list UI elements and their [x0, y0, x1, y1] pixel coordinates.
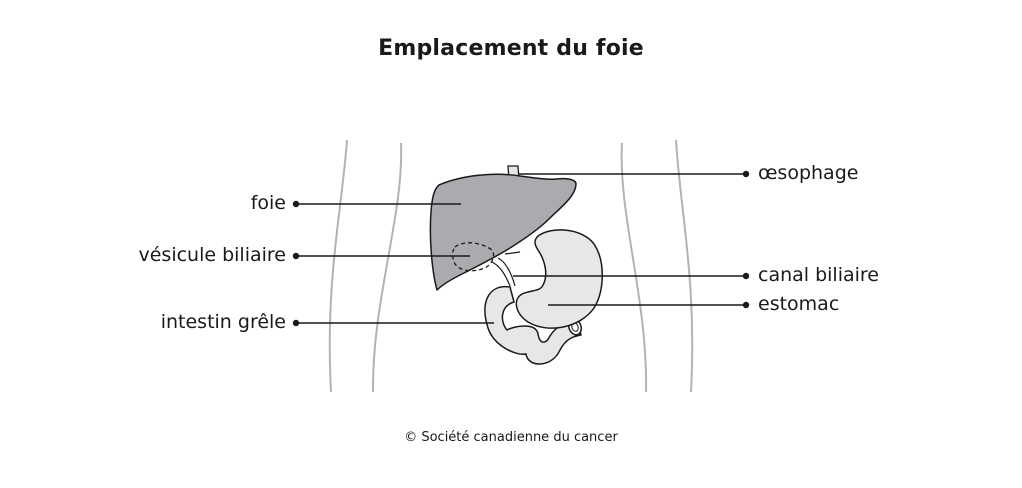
leader-lines: [296, 173, 746, 324]
dot-oesophage: [742, 170, 750, 178]
label-oesophage: œsophage: [758, 162, 859, 184]
bile-duct: [491, 251, 521, 287]
label-estomac: estomac: [758, 293, 840, 315]
body-contour-right-outer: [675, 139, 694, 393]
copyright-notice: © Société canadienne du cancer: [404, 430, 618, 445]
label-intestin-grele: intestin grêle: [160, 311, 286, 333]
leader-dots: [292, 170, 750, 327]
body-contours: [328, 139, 694, 393]
dot-canal: [742, 272, 750, 280]
dot-estomac: [742, 301, 750, 309]
label-foie: foie: [250, 192, 286, 214]
gallbladder: [451, 242, 495, 272]
dot-intestin: [292, 319, 300, 327]
body-contour-left-outer: [328, 139, 348, 393]
stomach: [515, 229, 603, 329]
body-contour-left-inner: [371, 142, 403, 393]
diagram-title: Emplacement du foie: [378, 36, 644, 61]
label-canal-biliaire: canal biliaire: [758, 264, 879, 286]
dot-vesicule: [292, 252, 300, 260]
liver: [429, 173, 577, 291]
body-contour-right-inner: [620, 142, 648, 393]
dot-foie: [292, 200, 300, 208]
label-vesicule-biliaire: vésicule biliaire: [138, 244, 286, 266]
